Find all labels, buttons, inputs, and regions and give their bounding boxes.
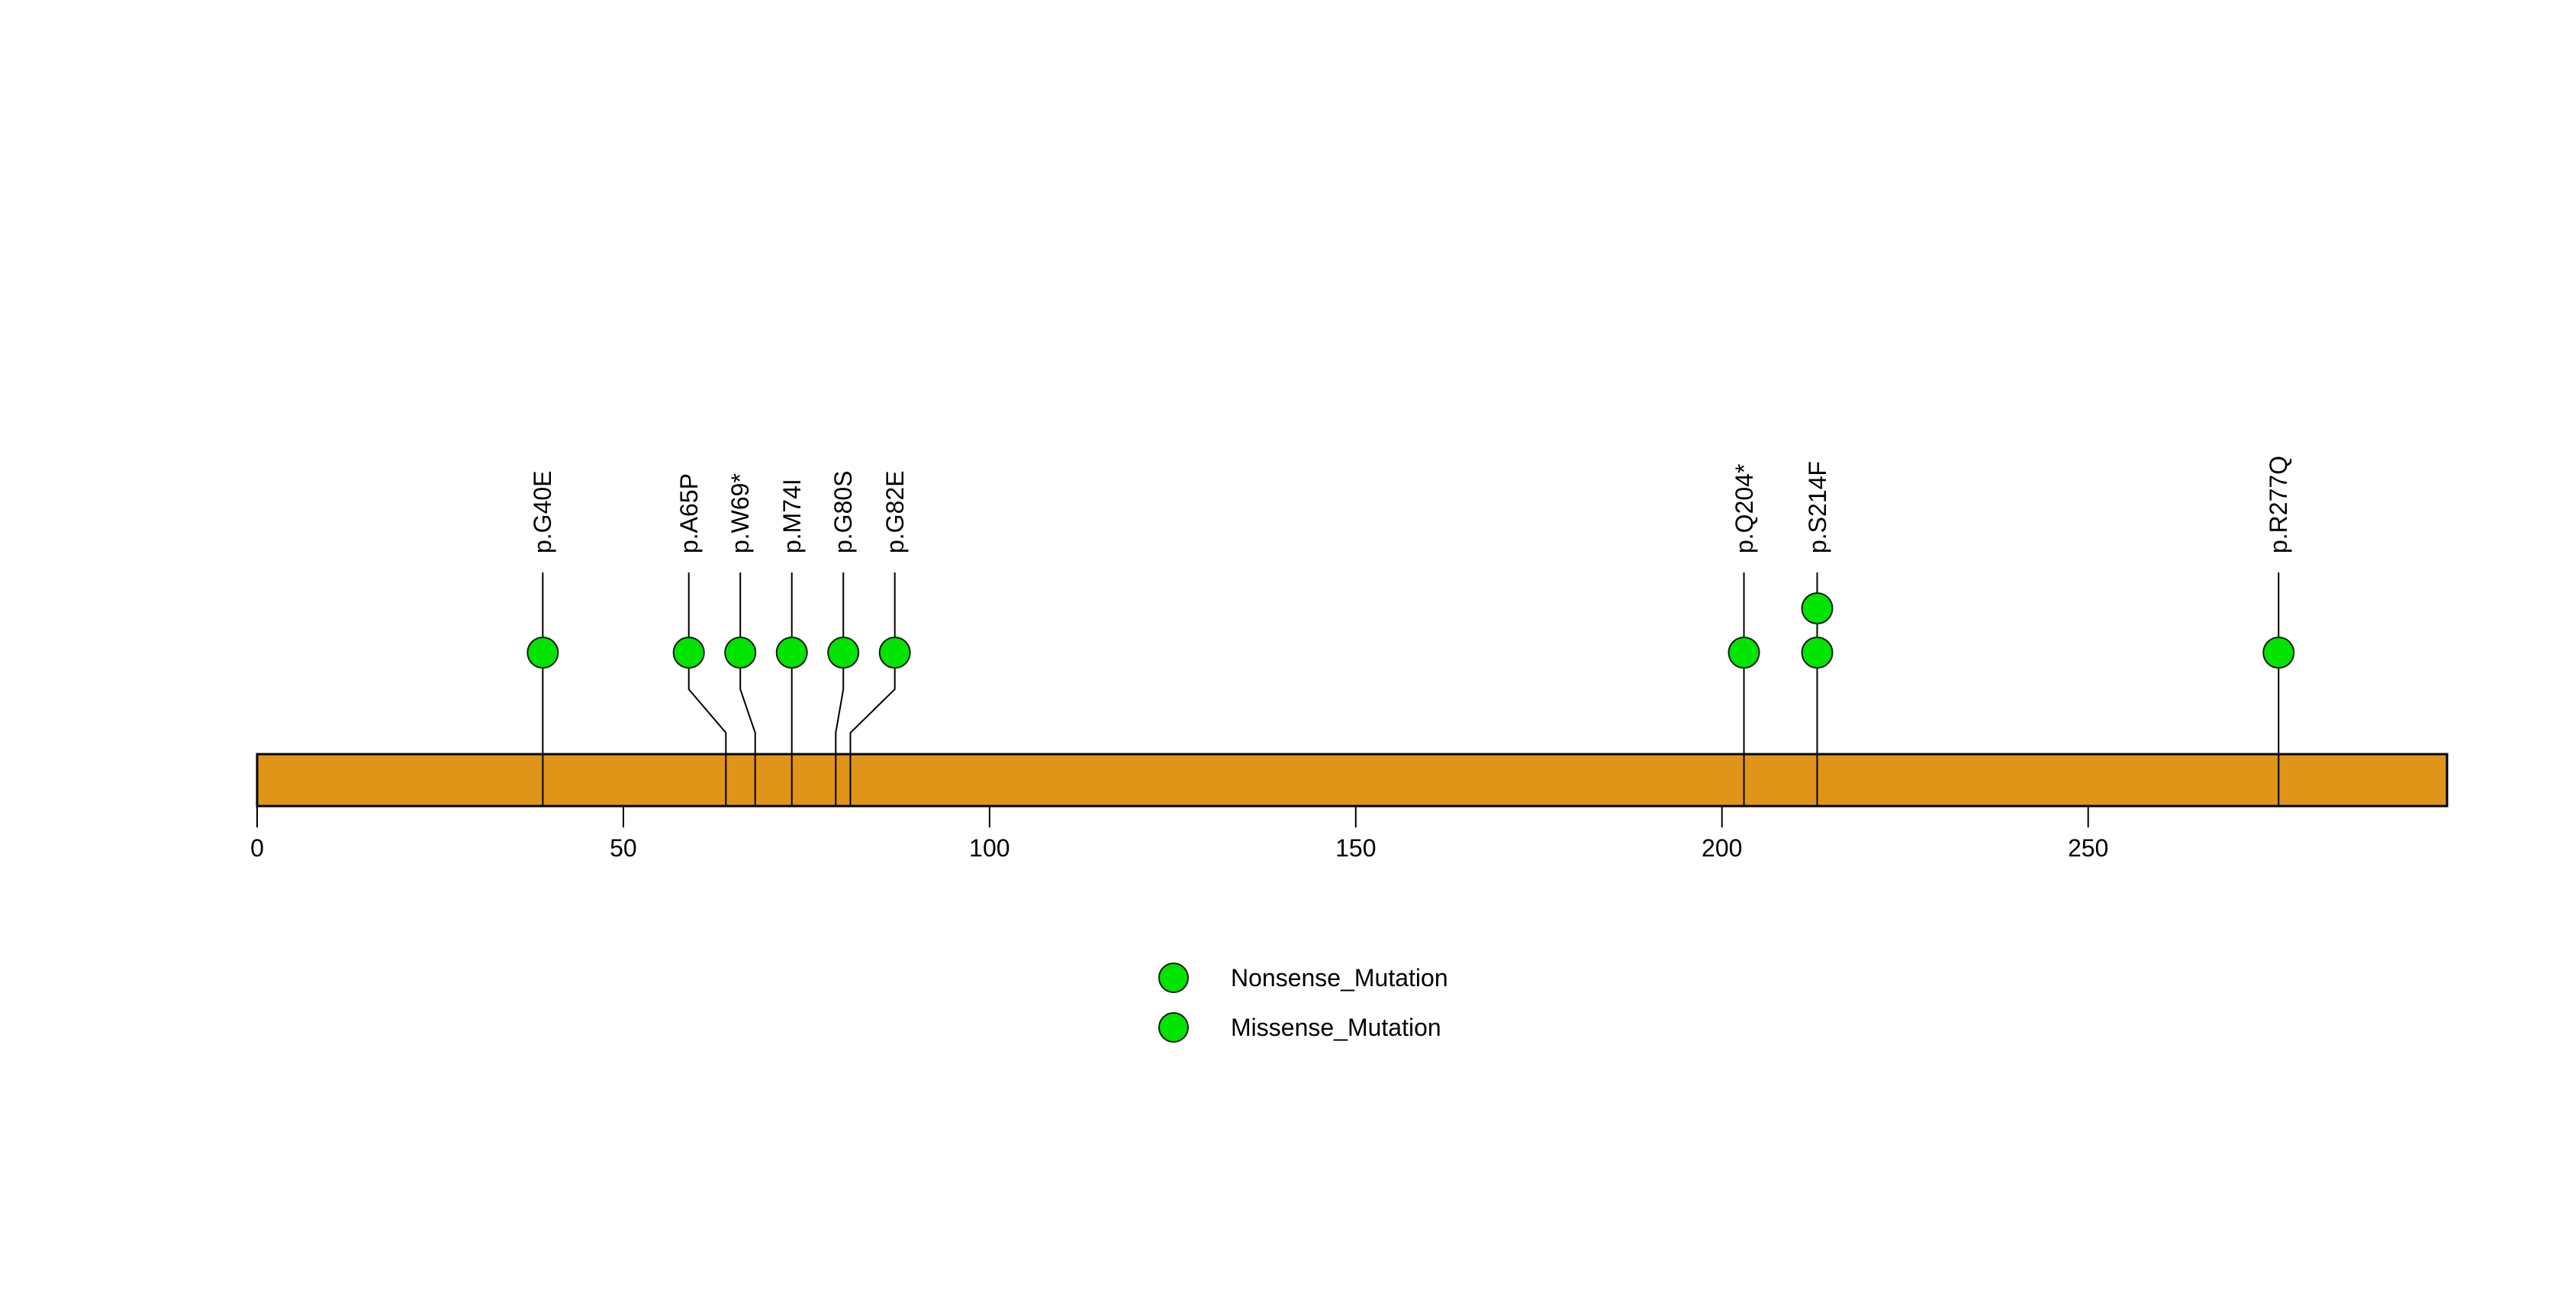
mutation-label: p.R277Q bbox=[2265, 455, 2293, 553]
mutation-label: p.G40E bbox=[529, 470, 557, 553]
protein-bar bbox=[256, 753, 2449, 808]
mutation-stick bbox=[849, 572, 896, 806]
legend-item: Missense_Mutation bbox=[1158, 1011, 1441, 1044]
mutation-label: p.A65P bbox=[675, 473, 703, 553]
mutation-point bbox=[878, 637, 911, 669]
mutation-label: p.W69* bbox=[726, 473, 755, 553]
axis-tick-label: 100 bbox=[969, 834, 1010, 862]
mutation-label: p.S214F bbox=[1803, 461, 1831, 553]
mutation-stick bbox=[739, 572, 756, 806]
axis-tick-label: 150 bbox=[1335, 834, 1377, 862]
mutation-point bbox=[1801, 592, 1834, 624]
mutation-point bbox=[1801, 637, 1834, 669]
mutation-point bbox=[775, 637, 808, 669]
mutation-label: p.G82E bbox=[881, 470, 909, 553]
mutation-label: p.M74I bbox=[778, 479, 806, 553]
mutation-point bbox=[2262, 637, 2295, 669]
legend-item: Nonsense_Mutation bbox=[1158, 961, 1448, 995]
mutation-point bbox=[827, 637, 860, 669]
legend-label: Nonsense_Mutation bbox=[1231, 963, 1448, 992]
mutation-point bbox=[526, 637, 559, 669]
mutation-stick bbox=[835, 572, 845, 806]
axis-tick-label: 50 bbox=[610, 834, 637, 862]
mutation-point bbox=[724, 637, 757, 669]
axis-tick-label: 0 bbox=[250, 834, 264, 862]
legend-label: Missense_Mutation bbox=[1231, 1013, 1441, 1041]
mutation-label: p.Q204* bbox=[1730, 463, 1758, 553]
legend-swatch-circle bbox=[1158, 1012, 1189, 1043]
axis-tick-label: 200 bbox=[1702, 834, 1743, 862]
axis-tick-label: 250 bbox=[2067, 834, 2109, 862]
legend-swatch-circle bbox=[1158, 963, 1189, 993]
mutation-stick bbox=[687, 572, 727, 806]
mutation-point bbox=[1728, 637, 1760, 669]
mutation-label: p.G80S bbox=[829, 470, 858, 553]
mutation-point bbox=[672, 637, 705, 669]
